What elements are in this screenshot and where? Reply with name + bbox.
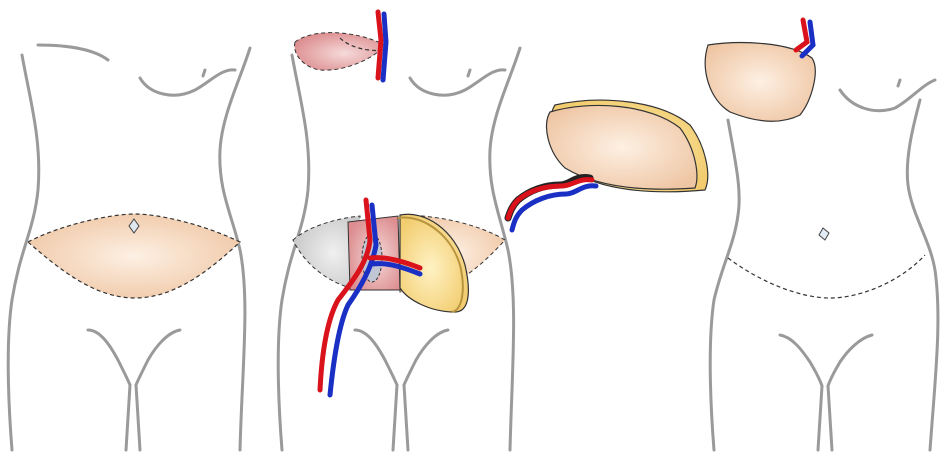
panel-flap-transfer bbox=[508, 100, 708, 230]
new-umbilicus-icon bbox=[819, 228, 829, 240]
recipient-vein bbox=[383, 14, 386, 80]
recipient-artery bbox=[378, 12, 381, 78]
panel-flap-harvest bbox=[278, 12, 520, 450]
abdominal-scar bbox=[728, 255, 925, 298]
panel-reconstruction-result bbox=[705, 20, 938, 450]
reconstructed-breast bbox=[705, 43, 815, 122]
torso-outline bbox=[710, 80, 938, 450]
anastomosis-artery bbox=[796, 20, 807, 50]
panel-donor-site bbox=[8, 45, 250, 450]
